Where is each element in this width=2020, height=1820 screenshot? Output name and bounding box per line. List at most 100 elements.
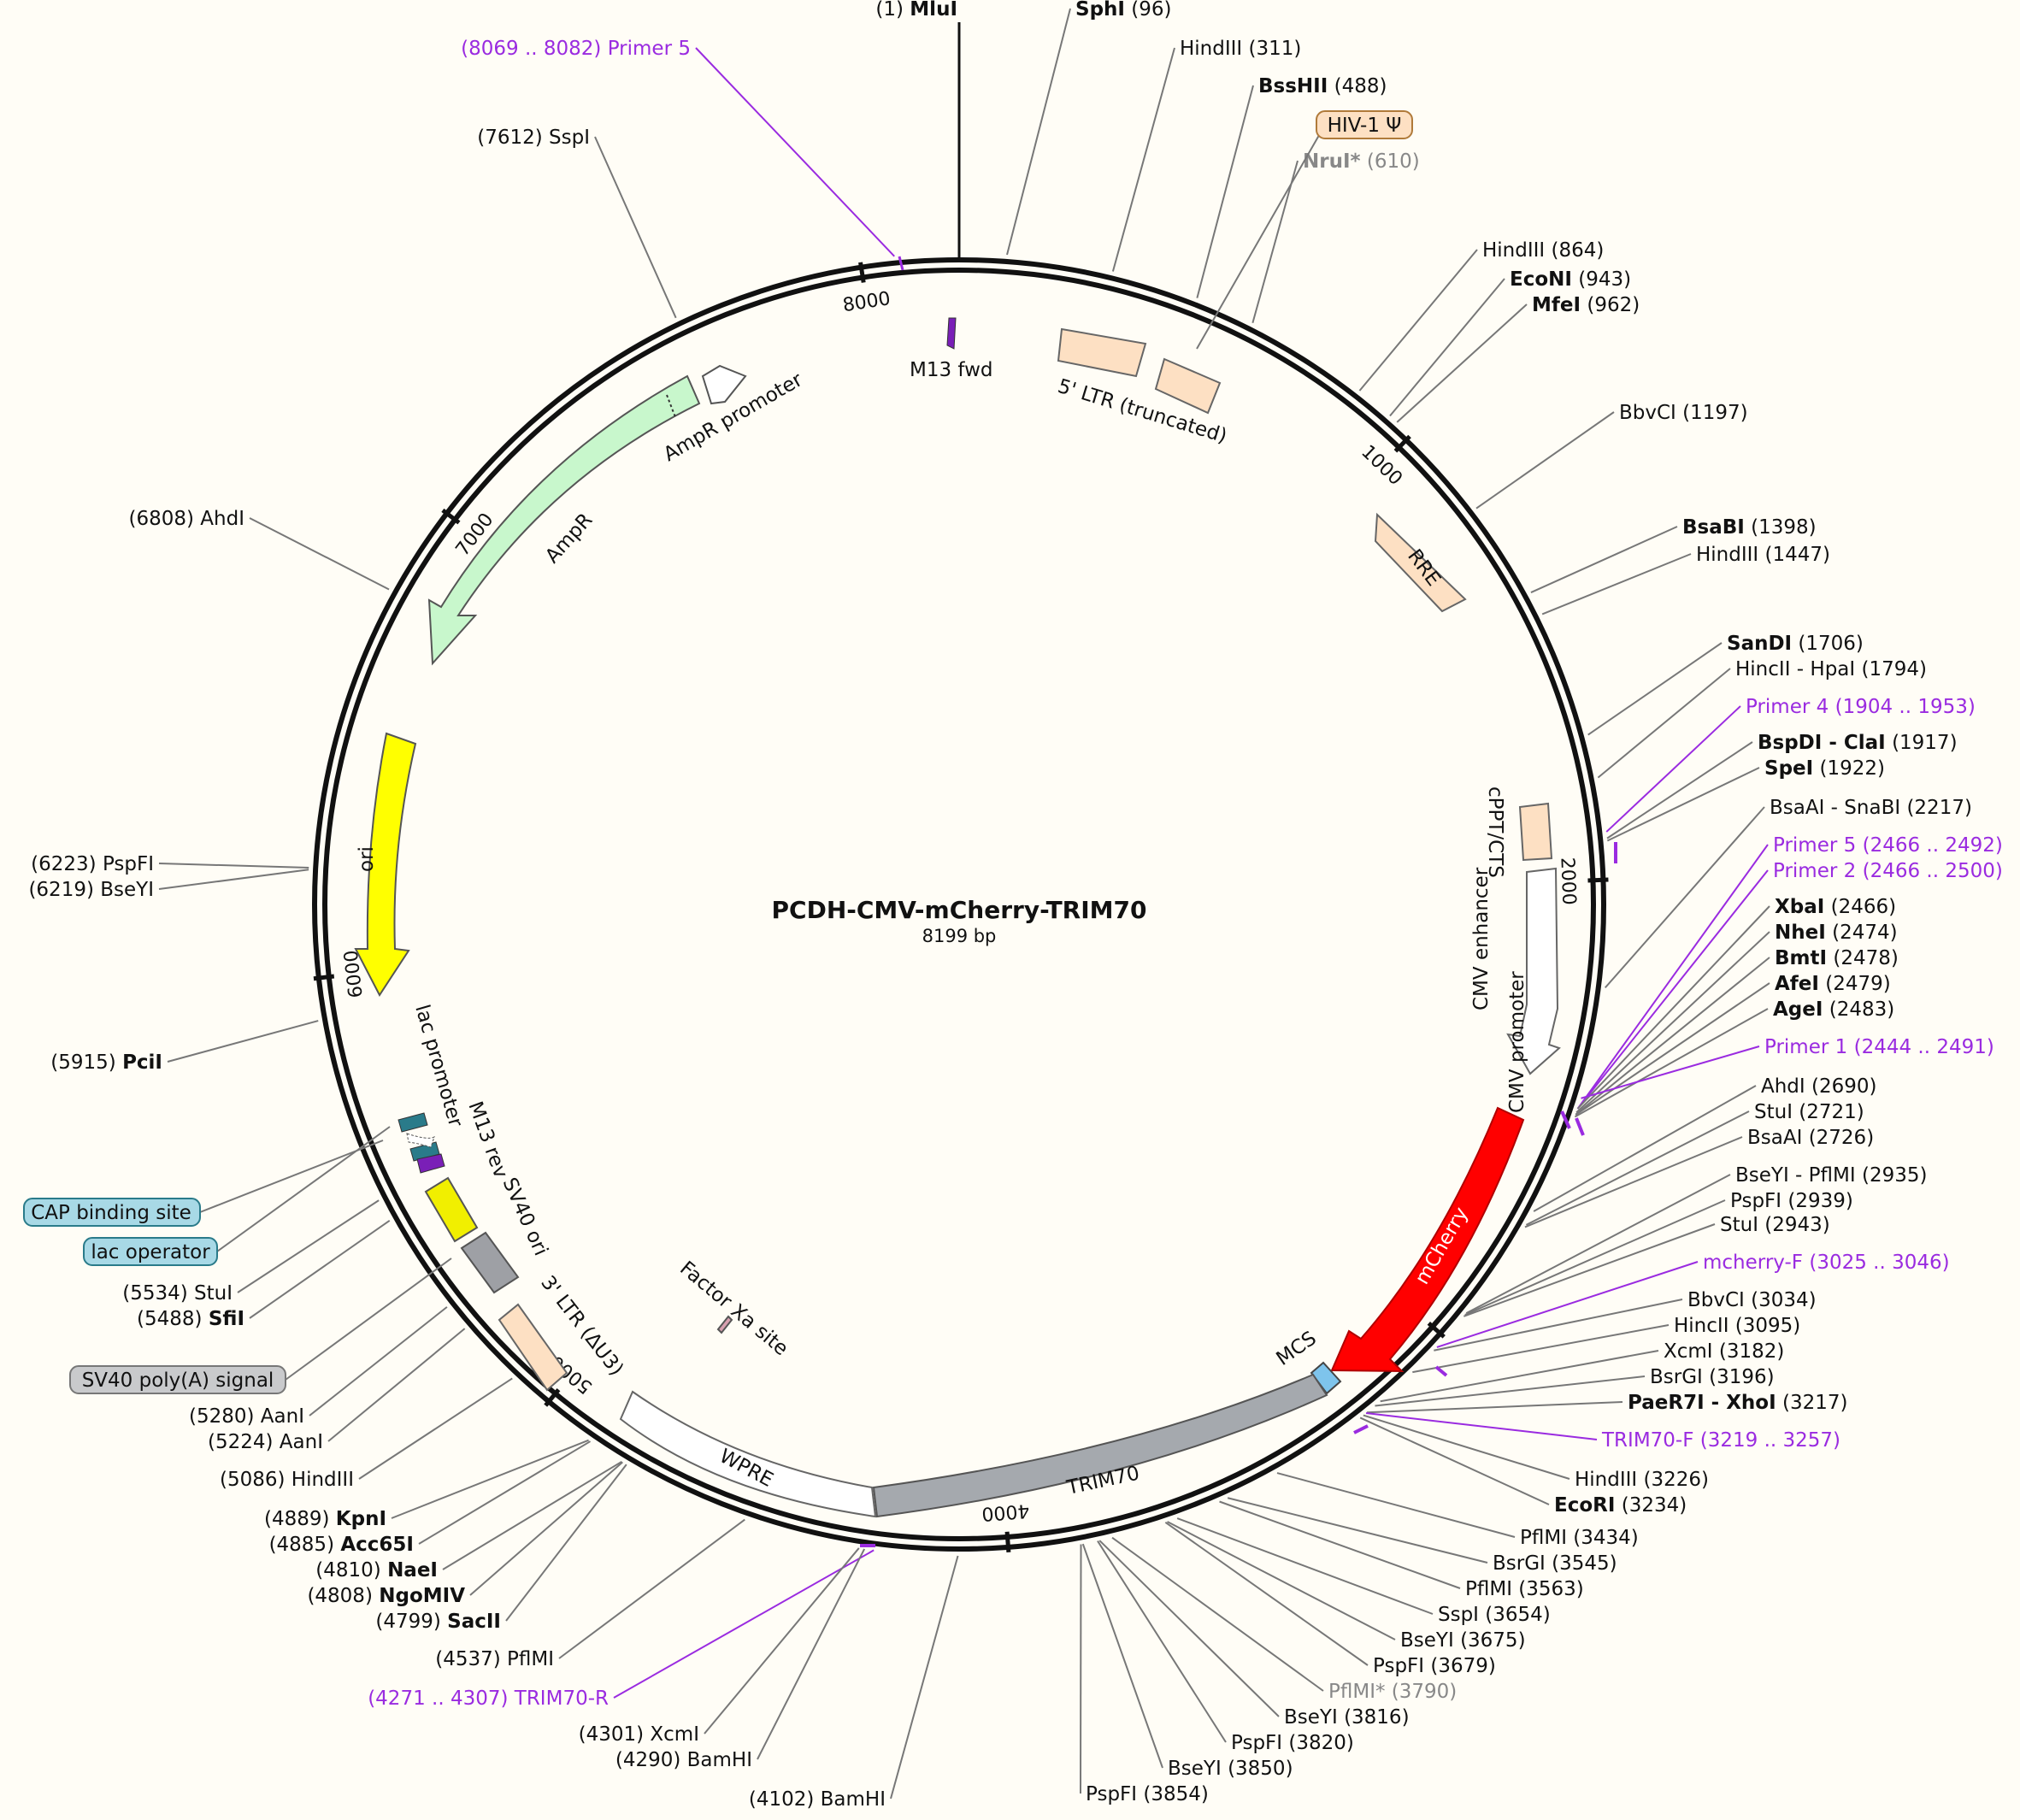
feature-5ltr-b[interactable] — [1154, 357, 1222, 415]
site-label-44-right[interactable]: BseYI (3675) — [1400, 1629, 1526, 1652]
site-label-13-right[interactable]: Primer 4 (1904 .. 1953) — [1746, 696, 1976, 718]
feature-3ltr[interactable] — [498, 1303, 568, 1392]
tick-label-2000: 2000 — [1556, 857, 1579, 905]
boxed-label-3[interactable]: HIV-1 Ψ — [1328, 115, 1402, 137]
site-label-0-right[interactable]: (1) MluI — [875, 0, 957, 21]
site-label-48-right[interactable]: PspFI (3820) — [1231, 1732, 1354, 1754]
site-label-42-right[interactable]: PflMI (3563) — [1465, 1578, 1584, 1600]
site-label-19-left[interactable]: (4290) BamHI — [615, 1749, 752, 1771]
site-label-12-right[interactable]: HincII - HpaI (1794) — [1735, 658, 1927, 680]
site-label-14-left[interactable]: (4808) NgoMIV — [307, 1585, 465, 1607]
site-label-26-right[interactable]: StuI (2721) — [1754, 1101, 1864, 1123]
site-label-9-left[interactable]: (5224) AanI — [208, 1431, 323, 1453]
site-label-20-right[interactable]: NheI (2474) — [1775, 922, 1898, 944]
site-label-20-left[interactable]: (4102) BamHI — [749, 1788, 886, 1811]
site-label-23-right[interactable]: AgeI (2483) — [1773, 998, 1894, 1021]
site-label-49-right[interactable]: BseYI (3850) — [1168, 1758, 1293, 1780]
feature-sv40ori[interactable] — [424, 1176, 479, 1243]
feature-5ltr-a[interactable] — [1057, 327, 1147, 378]
feature-sv40pa[interactable] — [460, 1231, 520, 1294]
site-label-21-right[interactable]: BmtI (2478) — [1775, 947, 1899, 969]
site-label-36-right[interactable]: PaeR7I - XhoI (3217) — [1628, 1392, 1847, 1414]
site-label-27-right[interactable]: BsaAI (2726) — [1747, 1127, 1874, 1149]
site-label-17-left[interactable]: (4271 .. 4307) TRIM70-R — [368, 1687, 609, 1710]
site-label-43-right[interactable]: SspI (3654) — [1438, 1604, 1551, 1626]
site-label-4-right[interactable]: NruI* (610) — [1303, 150, 1420, 173]
site-label-3-left[interactable]: (6223) PspFI — [31, 853, 154, 875]
feature-cppt[interactable] — [1518, 802, 1553, 862]
site-label-28-right[interactable]: BseYI - PflMI (2935) — [1735, 1164, 1927, 1187]
site-label-30-right[interactable]: StuI (2943) — [1720, 1214, 1830, 1236]
site-label-16-right[interactable]: BsaAI - SnaBI (2217) — [1770, 797, 1972, 819]
site-label-41-right[interactable]: BsrGI (3545) — [1493, 1552, 1617, 1575]
site-label-34-right[interactable]: XcmI (3182) — [1664, 1340, 1784, 1363]
site-label-15-right[interactable]: SpeI (1922) — [1764, 757, 1885, 780]
leader-11-left — [391, 1439, 589, 1519]
site-label-10-left[interactable]: (5086) HindIII — [220, 1469, 354, 1491]
site-label-1-right[interactable]: SphI (96) — [1075, 0, 1172, 21]
site-label-16-left[interactable]: (4537) PflMI — [435, 1648, 554, 1670]
feature-m13rev[interactable] — [416, 1153, 445, 1174]
site-label-33-right[interactable]: HincII (3095) — [1674, 1315, 1800, 1337]
site-label-13-left[interactable]: (4810) NaeI — [315, 1559, 438, 1581]
feature-factorxa[interactable] — [716, 1315, 733, 1334]
site-label-10-right[interactable]: HindIII (1447) — [1696, 544, 1830, 566]
site-label-39-right[interactable]: EcoRI (3234) — [1554, 1494, 1687, 1517]
feature-m13fwd[interactable] — [946, 317, 957, 350]
boxed-label-2[interactable]: SV40 poly(A) signal — [82, 1369, 274, 1392]
site-label-5-left[interactable]: (5915) PciI — [50, 1051, 162, 1074]
site-label-0-left[interactable]: (8069 .. 8082) Primer 5 — [461, 38, 691, 60]
site-label-6-right[interactable]: EcoNI (943) — [1510, 268, 1631, 291]
site-label-25-right[interactable]: AhdI (2690) — [1761, 1075, 1877, 1098]
site-label-8-right[interactable]: BbvCI (1197) — [1619, 402, 1748, 424]
site-label-19-right[interactable]: XbaI (2466) — [1775, 896, 1896, 918]
site-label-5-right[interactable]: HindIII (864) — [1482, 239, 1604, 262]
site-label-38-right[interactable]: HindIII (3226) — [1575, 1469, 1709, 1491]
site-label-40-right[interactable]: PflMI (3434) — [1520, 1527, 1639, 1549]
site-label-12-left[interactable]: (4885) Acc65I — [269, 1534, 414, 1556]
site-label-14-right[interactable]: BspDI - ClaI (1917) — [1758, 732, 1958, 754]
feature-lac-promoter[interactable] — [406, 1133, 435, 1148]
site-label-6-left[interactable]: (5534) StuI — [122, 1282, 233, 1305]
boxed-label-0[interactable]: CAP binding site — [31, 1202, 191, 1224]
feature-cmv-arrow[interactable] — [1506, 867, 1561, 1075]
site-label-47-right[interactable]: BseYI (3816) — [1284, 1706, 1410, 1729]
site-label-11-right[interactable]: SanDI (1706) — [1727, 633, 1864, 655]
site-label-18-left[interactable]: (4301) XcmI — [579, 1723, 699, 1746]
feature-mcherry[interactable] — [1330, 1106, 1525, 1373]
feature-lac-operator[interactable] — [398, 1112, 428, 1133]
site-label-45-right[interactable]: PspFI (3679) — [1373, 1655, 1496, 1677]
leader-10-right — [1541, 553, 1692, 616]
feature-rre[interactable] — [1374, 512, 1467, 613]
site-label-4-left[interactable]: (6219) BseYI — [28, 879, 154, 901]
site-label-50-right[interactable]: PspFI (3854) — [1086, 1783, 1209, 1805]
boxed-label-1[interactable]: lac operator — [91, 1241, 210, 1263]
site-label-24-right[interactable]: Primer 1 (2444 .. 2491) — [1764, 1036, 1994, 1058]
site-label-17-right[interactable]: Primer 5 (2466 .. 2492) — [1773, 834, 2003, 857]
site-label-35-right[interactable]: BsrGI (3196) — [1650, 1366, 1775, 1388]
site-label-2-left[interactable]: (6808) AhdI — [129, 508, 245, 530]
feature-wpre[interactable] — [619, 1390, 877, 1518]
site-label-15-left[interactable]: (4799) SacII — [375, 1611, 501, 1633]
feature-trim70[interactable] — [872, 1373, 1328, 1518]
feature-ampr-promoter[interactable] — [701, 364, 747, 405]
site-label-7-right[interactable]: MfeI (962) — [1532, 294, 1640, 316]
site-label-29-right[interactable]: PspFI (2939) — [1730, 1190, 1853, 1212]
site-label-9-right[interactable]: BsaBI (1398) — [1682, 516, 1817, 539]
site-label-18-right[interactable]: Primer 2 (2466 .. 2500) — [1773, 860, 2003, 882]
site-label-22-right[interactable]: AfeI (2479) — [1775, 973, 1891, 995]
leader-21-right — [1575, 957, 1770, 1116]
site-label-8-left[interactable]: (5280) AanI — [189, 1405, 304, 1428]
site-label-37-right[interactable]: TRIM70-F (3219 .. 3257) — [1601, 1429, 1840, 1452]
site-label-1-left[interactable]: (7612) SspI — [477, 127, 590, 149]
site-label-7-left[interactable]: (5488) SfiI — [137, 1308, 244, 1330]
site-label-32-right[interactable]: BbvCI (3034) — [1687, 1289, 1817, 1311]
site-label-31-right[interactable]: mcherry-F (3025 .. 3046) — [1703, 1252, 1950, 1274]
site-label-11-left[interactable]: (4889) KpnI — [264, 1508, 386, 1530]
leader-44-right — [1167, 1521, 1396, 1640]
site-label-3-right[interactable]: BssHII (488) — [1258, 75, 1387, 97]
feature-ori[interactable] — [354, 732, 417, 997]
site-label-2-right[interactable]: HindIII (311) — [1180, 38, 1301, 60]
site-label-46-right[interactable]: PflMI* (3790) — [1328, 1681, 1457, 1703]
feature-ampr[interactable] — [427, 374, 701, 666]
